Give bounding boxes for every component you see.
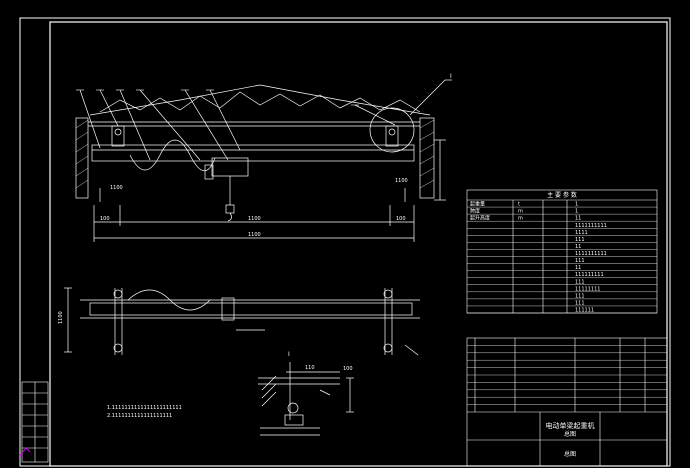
spec-value: 11 <box>575 216 581 222</box>
spec-sub: m <box>518 216 523 222</box>
dim-left-offset: 1100 <box>110 185 123 191</box>
dim-short-right: 100 <box>396 216 406 222</box>
spec-label: 跨度 <box>470 208 480 215</box>
section-marker: I <box>288 351 290 358</box>
dim-span: 1100 <box>248 216 261 222</box>
dim-height: 1100 <box>58 311 64 324</box>
spec-sub: t <box>518 202 520 208</box>
spec-value: 1111111111 <box>575 223 607 229</box>
dim-short-left: 100 <box>100 216 110 222</box>
spec-value: 11 <box>575 244 581 250</box>
dim-detail-top: 110 <box>305 365 315 371</box>
spec-value: 111111 <box>575 308 594 314</box>
dim-right-offset: 1100 <box>395 178 408 184</box>
plan-view <box>64 287 420 356</box>
title-block-rows <box>467 345 667 405</box>
spec-table-title: 主 要 参 数 <box>547 191 577 199</box>
spec-value: 1111111111 <box>575 251 607 257</box>
spec-value: 11 <box>575 265 581 271</box>
spec-value: 111 <box>575 258 585 264</box>
cursor-icon <box>19 447 31 456</box>
spec-value: 111111111 <box>575 272 604 278</box>
title-block <box>466 337 668 467</box>
drawing-frame <box>19 17 671 467</box>
spec-table <box>466 189 658 314</box>
spec-value: 111 <box>575 237 585 243</box>
drawing-sub: 总图 <box>564 430 576 438</box>
spec-value: 1111 <box>575 230 588 236</box>
note-2: 2.1111111111111111111 <box>107 413 172 419</box>
detail-view <box>258 362 354 436</box>
spec-label: 起升高度 <box>470 215 490 222</box>
dim-overall: 1100 <box>248 232 261 238</box>
spec-label: 起重量 <box>470 201 485 208</box>
column-hatch <box>75 119 435 189</box>
spec-value: 11111111 <box>575 286 600 292</box>
dim-detail-right: 100 <box>343 366 353 372</box>
drawing-name: 电动单梁起重机 <box>546 421 595 430</box>
title-block-bottom-label: 总图 <box>564 450 576 458</box>
note-1: 1.1111111111111111111111 <box>107 405 182 411</box>
spec-value: 111 <box>575 279 585 285</box>
detail-marker: I <box>450 73 452 80</box>
spec-value: 1 <box>575 209 578 215</box>
spec-value: 111 <box>575 300 585 306</box>
spec-value: 111 <box>575 293 585 299</box>
revision-strip <box>21 381 49 463</box>
spec-value: 1 <box>575 202 578 208</box>
spec-sub: m <box>518 209 523 215</box>
part-number-labels <box>76 89 359 106</box>
elevation-view <box>75 79 452 242</box>
